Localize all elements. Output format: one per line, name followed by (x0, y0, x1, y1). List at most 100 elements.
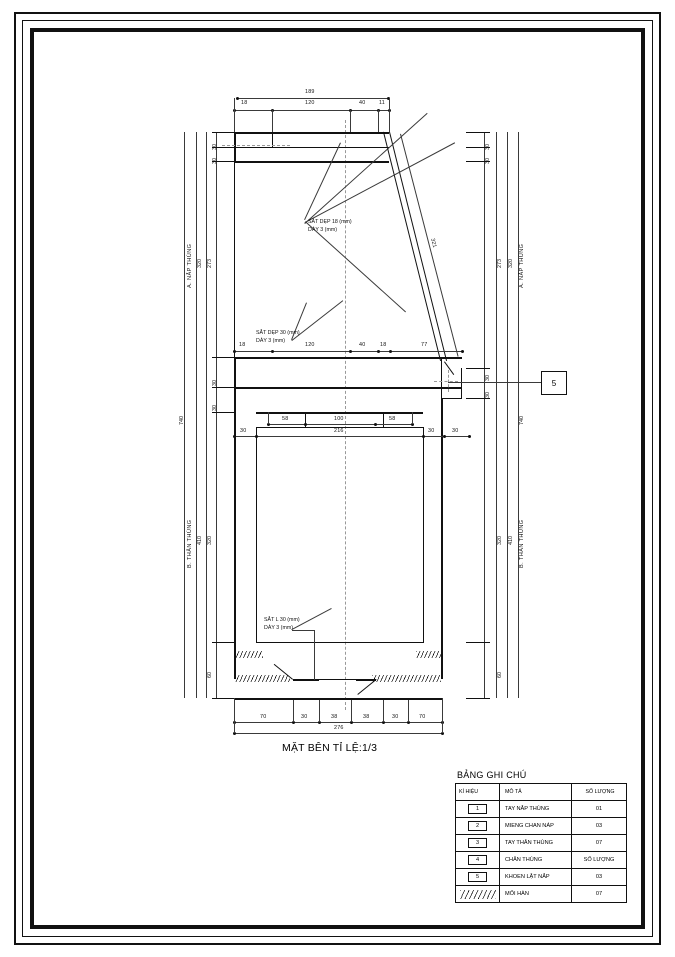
ext-line-bottom (319, 700, 320, 722)
dim-mid-77: 77 (421, 342, 428, 348)
dim-tick (411, 422, 414, 426)
latch-left-edge (441, 387, 442, 399)
dim-right-320: 320 (508, 259, 514, 268)
ext-line-bottom (351, 700, 352, 722)
dim-line-inner-chain (268, 424, 412, 425)
dim-left-top-30a: 30 (212, 144, 218, 150)
dim-bottom-70a: 70 (260, 714, 267, 720)
table-row: 4 CHÂN THÙNG SỐ LƯỢNG (455, 851, 627, 869)
annotation-sat-l-30-line1: SẮT L 30 (mm) (264, 617, 300, 623)
dim-left-top-30b: 30 (212, 158, 218, 164)
dim-diagonal-321: 321 (429, 237, 438, 249)
latch-centerline (434, 381, 458, 382)
annotation-sat-dep-18-line1: SẮT DẸP 18 (mm) (308, 219, 352, 225)
dim-tick (271, 349, 274, 353)
dim-tick (255, 434, 258, 438)
row-description: MỐI HÀN (499, 885, 572, 903)
weld-hatch-left-lower (235, 675, 290, 682)
body-inner-bottom (256, 642, 424, 643)
dim-line-right-small (484, 132, 485, 698)
body-left-wall-inner (256, 427, 257, 642)
weld-hatch-left-upper (235, 651, 263, 658)
label-left-body: B. THÂN THÙNG (187, 519, 193, 568)
dim-tick (318, 720, 321, 724)
lid-left-edge (234, 132, 236, 162)
row-description: TAY THÂN THÙNG (499, 834, 572, 852)
dim-left-mid-30b: 30 (212, 405, 218, 411)
dim-tick (292, 720, 295, 724)
lid-bottom-edge (234, 161, 389, 163)
sheet-frame-middle (22, 20, 653, 937)
leader-l30-stem (292, 630, 314, 631)
ext-line-bottom (293, 700, 294, 722)
label-right-body: B. THÂN THÙNG (519, 519, 525, 568)
notes-table-header-row: KÍ HIỆU MÔ TẢ SỐ LƯỢNG (455, 783, 627, 801)
dim-line-right-740 (518, 132, 519, 698)
weld-hatch-icon (459, 889, 496, 899)
row-description: TAY NẮP THÙNG (499, 800, 572, 818)
ext-line-bottom (442, 698, 443, 733)
row-quantity: 03 (571, 868, 627, 886)
dim-tick-h (212, 698, 234, 699)
row-description: KHOEN LẬT NẮP (499, 868, 572, 886)
dim-tick (350, 720, 353, 724)
dim-mid-120: 120 (305, 342, 315, 348)
dim-line-right-320b (507, 132, 508, 698)
dim-tick (441, 731, 444, 735)
sheet-frame-outer (14, 12, 661, 945)
dim-line-bottom-overall (234, 733, 442, 734)
dim-right-top-30b: 30 (485, 158, 491, 164)
ext-line-bottom (383, 700, 384, 722)
weld-hatch-right-lower (372, 675, 441, 682)
dim-right-60: 60 (497, 672, 503, 678)
dim-bottom-38b: 38 (363, 714, 370, 720)
dim-tick-h (212, 147, 234, 148)
lid-handle-divider (272, 132, 273, 148)
dim-tick-h (212, 357, 234, 358)
dim-tick-h (466, 698, 490, 699)
dim-right-top-30a: 30 (485, 144, 491, 150)
ext-line-inner (268, 412, 269, 424)
dim-left-320: 320 (197, 259, 203, 268)
dim-tick (382, 720, 385, 724)
dim-left-740: 740 (179, 416, 185, 425)
dim-tick (461, 349, 464, 353)
dim-right-mid-30a: 30 (485, 375, 491, 381)
dim-left-273: 273 (207, 259, 213, 268)
dim-top-11: 11 (379, 100, 385, 106)
ext-line-top (272, 110, 273, 132)
dim-tick (349, 349, 352, 353)
dim-left-410: 410 (197, 536, 203, 545)
lid-handle-centerline (222, 145, 290, 146)
row-description: MIENG CHAN NÁP (499, 817, 572, 835)
body-left-wall-outer (234, 387, 236, 679)
dim-inner-58b: 58 (389, 416, 396, 422)
row-description: CHÂN THÙNG (499, 851, 572, 869)
dim-line-left-740 (184, 132, 185, 698)
row-symbol: 5 (455, 868, 500, 886)
ext-line-top (350, 110, 351, 132)
callout-balloon-5[interactable]: 5 (541, 371, 567, 395)
dim-tick-h (466, 642, 490, 643)
row-quantity: 03 (571, 817, 627, 835)
annotation-sat-dep-30-line1: SẮT DẸP 30 (mm) (256, 330, 300, 336)
dim-tick-h (466, 132, 490, 133)
symbol-box: 1 (468, 804, 487, 814)
notes-table: KÍ HIỆU MÔ TẢ SỐ LƯỢNG 1 TAY NẮP THÙNG 0… (455, 783, 627, 903)
dim-mid-18: 18 (239, 342, 246, 348)
dim-tick-h (212, 132, 234, 133)
row-symbol (455, 885, 500, 903)
row-quantity: 01 (571, 800, 627, 818)
dim-tick (389, 349, 392, 353)
dim-tick-h (212, 387, 234, 388)
annotation-sat-dep-30-line2: DÀY 3 (mm) (256, 338, 286, 344)
dim-mid-18b: 18 (380, 342, 387, 348)
dim-top-40: 40 (359, 100, 366, 106)
dim-216: 216 (334, 428, 344, 434)
dim-tick (422, 434, 425, 438)
symbol-box: 2 (468, 821, 487, 831)
dim-tick-h (466, 398, 490, 399)
row-symbol: 2 (455, 817, 500, 835)
body-rib-left (305, 412, 306, 427)
row-symbol: 1 (455, 800, 500, 818)
